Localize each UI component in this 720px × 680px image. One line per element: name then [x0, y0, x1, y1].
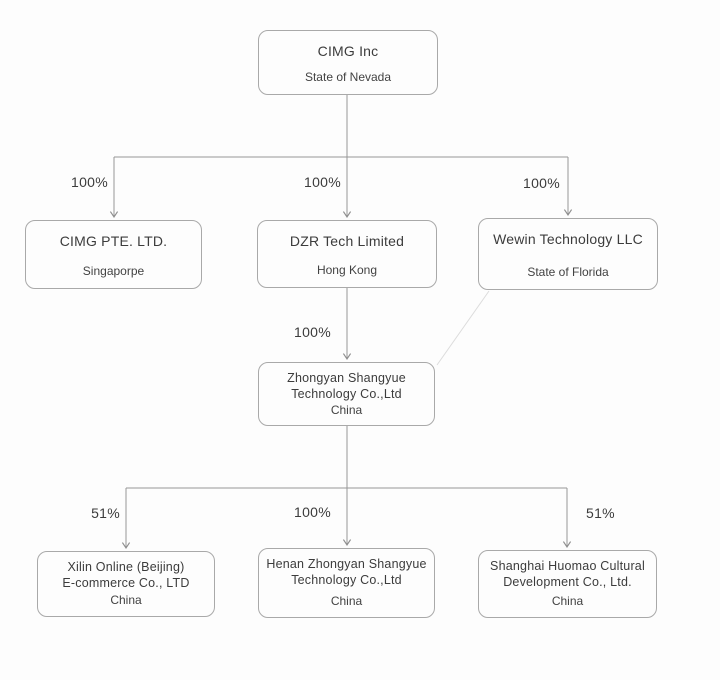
org-node-henan: Henan Zhongyan Shangyue Technology Co.,L…	[258, 548, 435, 618]
company-name: CIMG Inc	[317, 43, 379, 59]
company-name-line1: Shanghai Huomao Cultural	[490, 559, 645, 573]
ownership-label-zhongyan: 100%	[293, 324, 331, 340]
ownership-label-shanghai: 51%	[586, 505, 615, 521]
company-location: China	[330, 402, 363, 417]
company-name: DZR Tech Limited	[289, 233, 405, 249]
company-name: Xilin Online (Beijing) E-commerce Co., L…	[62, 559, 189, 592]
company-location: State of Florida	[527, 265, 609, 279]
company-name-line1: Zhongyan Shangyue	[287, 371, 406, 385]
company-name-line2: Development Co., Ltd.	[503, 575, 632, 590]
org-node-wewin: Wewin Technology LLC State of Florida	[478, 218, 658, 290]
ownership-label-cimg-pte: 100%	[70, 174, 108, 190]
org-node-zhongyan: Zhongyan Shangyue Technology Co.,Ltd Chi…	[258, 362, 435, 426]
org-node-dzr-tech: DZR Tech Limited Hong Kong	[257, 220, 437, 288]
company-name-line1: Xilin Online (Beijing)	[67, 560, 185, 574]
company-location: China	[330, 594, 363, 608]
company-name-line2: E-commerce Co., LTD	[62, 576, 190, 591]
company-location: Hong Kong	[316, 263, 378, 277]
org-node-cimg-inc: CIMG Inc State of Nevada	[258, 30, 438, 95]
company-name: CIMG PTE. LTD.	[59, 233, 168, 249]
org-node-shanghai: Shanghai Huomao Cultural Development Co.…	[478, 550, 657, 618]
company-name: Wewin Technology LLC	[493, 231, 643, 247]
ownership-label-henan: 100%	[293, 504, 331, 520]
company-name-line2: Technology Co.,Ltd	[291, 573, 402, 588]
company-name: Henan Zhongyan Shangyue Technology Co.,L…	[266, 556, 426, 589]
company-name-line1: Henan Zhongyan Shangyue	[266, 557, 427, 571]
org-node-xilin: Xilin Online (Beijing) E-commerce Co., L…	[37, 551, 215, 617]
ownership-label-dzr: 100%	[303, 174, 341, 190]
company-location: Singaporpe	[82, 264, 145, 278]
company-location: China	[110, 593, 142, 607]
company-name: Zhongyan Shangyue Technology Co.,Ltd	[287, 370, 406, 403]
org-node-cimg-pte: CIMG PTE. LTD. Singaporpe	[25, 220, 202, 289]
stray-diagonal-line	[436, 290, 490, 366]
ownership-label-wewin: 100%	[522, 175, 560, 191]
ownership-label-xilin: 51%	[91, 505, 120, 521]
company-name-line2: Technology Co.,Ltd	[291, 387, 402, 402]
company-name: Shanghai Huomao Cultural Development Co.…	[490, 558, 645, 591]
company-location: China	[551, 594, 584, 608]
company-location: State of Nevada	[304, 70, 392, 84]
